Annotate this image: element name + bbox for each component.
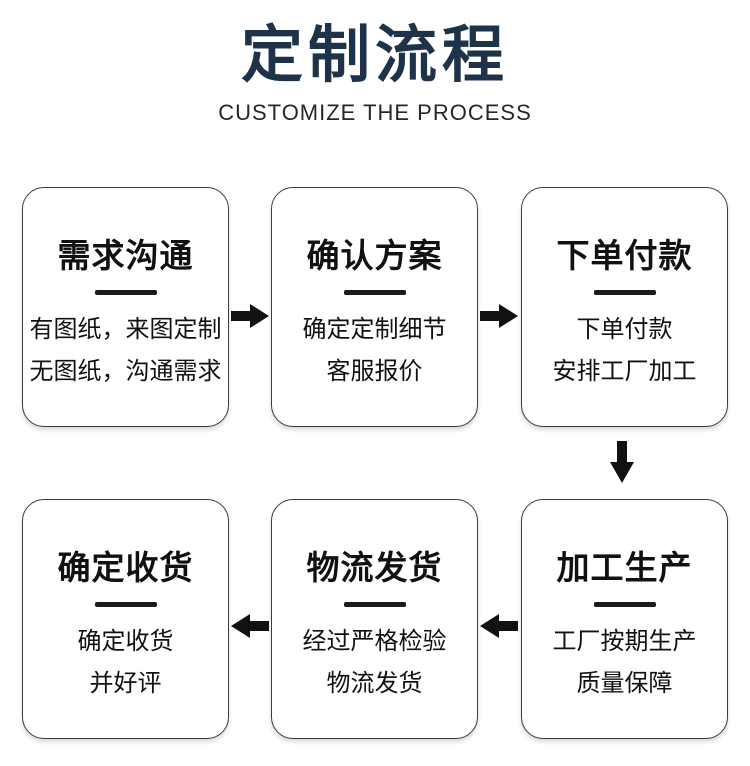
step-line: 并好评 <box>89 670 162 697</box>
step-box-order-payment: 下单付款 下单付款 安排工厂加工 <box>521 187 728 427</box>
step-box-confirm-plan: 确认方案 确定定制细节 客服报价 <box>271 187 478 427</box>
arrow-right-icon <box>480 302 518 330</box>
step-title: 确定收货 <box>57 549 194 586</box>
arrow-left-icon <box>480 612 518 640</box>
arrow-left-icon <box>231 612 269 640</box>
step-box-production: 加工生产 工厂按期生产 质量保障 <box>521 499 728 739</box>
step-description: 确定收货 并好评 <box>78 621 174 705</box>
step-box-shipping: 物流发货 经过严格检验 物流发货 <box>271 499 478 739</box>
page-title: 定制流程 <box>240 21 509 90</box>
arrow-down-icon <box>608 441 636 483</box>
step-description: 经过严格检验 物流发货 <box>303 621 447 705</box>
step-line: 质量保障 <box>576 670 673 697</box>
step-description: 下单付款 安排工厂加工 <box>553 309 697 393</box>
step-line: 安排工厂加工 <box>552 358 697 385</box>
step-description: 工厂按期生产 质量保障 <box>553 621 697 705</box>
step-line: 客服报价 <box>326 358 423 385</box>
page-subtitle: CUSTOMIZE THE PROCESS <box>218 100 532 125</box>
title-divider <box>593 290 656 295</box>
arrow-right-icon <box>231 302 269 330</box>
title-divider <box>94 290 157 295</box>
step-line: 下单付款 <box>576 316 673 343</box>
step-line: 确定收货 <box>77 628 174 655</box>
step-title: 加工生产 <box>556 549 693 586</box>
step-title: 物流发货 <box>306 549 443 586</box>
step-line: 物流发货 <box>326 670 423 697</box>
step-title: 需求沟通 <box>57 237 194 274</box>
step-box-receipt: 确定收货 确定收货 并好评 <box>22 499 229 739</box>
step-line: 经过严格检验 <box>302 628 447 655</box>
step-description: 有图纸，来图定制 无图纸，沟通需求 <box>30 309 222 393</box>
step-title: 下单付款 <box>556 237 693 274</box>
title-divider <box>593 602 656 607</box>
step-box-requirements: 需求沟通 有图纸，来图定制 无图纸，沟通需求 <box>22 187 229 427</box>
title-divider <box>343 602 406 607</box>
step-title: 确认方案 <box>306 237 443 274</box>
step-line: 确定定制细节 <box>302 316 447 343</box>
title-divider <box>343 290 406 295</box>
step-line: 无图纸，沟通需求 <box>29 358 222 385</box>
title-divider <box>94 602 157 607</box>
step-line: 有图纸，来图定制 <box>29 316 222 343</box>
step-description: 确定定制细节 客服报价 <box>303 309 447 393</box>
step-line: 工厂按期生产 <box>552 628 697 655</box>
header: 定制流程 CUSTOMIZE THE PROCESS <box>0 0 750 126</box>
